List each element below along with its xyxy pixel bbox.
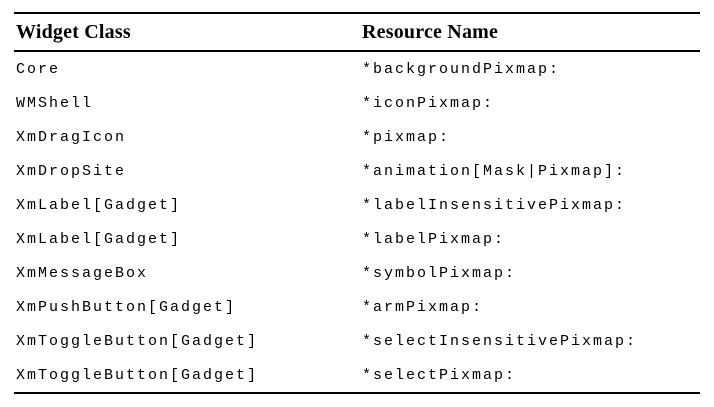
widget-class-cell: XmMessageBox bbox=[16, 264, 149, 282]
table-row: Core *backgroundPixmap: bbox=[14, 52, 700, 86]
resource-name-cell: *labelInsensitivePixmap: bbox=[362, 196, 627, 214]
table-top-rule bbox=[14, 12, 700, 14]
resource-name-cell: *labelPixmap: bbox=[362, 230, 506, 248]
column-header-resource-name: Resource Name bbox=[362, 20, 499, 43]
widget-class-cell: WMShell bbox=[16, 94, 94, 112]
resource-name-cell: *animation[Mask|Pixmap]: bbox=[362, 162, 627, 180]
widget-class-cell: XmLabel[Gadget] bbox=[16, 196, 182, 214]
widget-class-cell: XmToggleButton[Gadget] bbox=[16, 332, 259, 350]
table-header-rule bbox=[14, 50, 700, 52]
resource-name-cell: *armPixmap: bbox=[362, 298, 484, 316]
column-header-widget-class: Widget Class bbox=[16, 20, 131, 43]
table-bottom-rule bbox=[14, 392, 700, 394]
widget-class-cell: XmLabel[Gadget] bbox=[16, 230, 182, 248]
table-row: XmMessageBox *symbolPixmap: bbox=[14, 256, 700, 290]
widget-class-cell: XmDragIcon bbox=[16, 128, 127, 146]
resource-name-cell: *pixmap: bbox=[362, 128, 451, 146]
table-row: XmDragIcon *pixmap: bbox=[14, 120, 700, 154]
pixmap-resource-table: Widget Class Resource Name Core *backgro… bbox=[14, 12, 700, 394]
resource-name-cell: *selectPixmap: bbox=[362, 366, 517, 384]
widget-class-cell: XmDropSite bbox=[16, 162, 127, 180]
widget-class-cell: XmPushButton[Gadget] bbox=[16, 298, 237, 316]
table-row: XmDropSite *animation[Mask|Pixmap]: bbox=[14, 154, 700, 188]
widget-class-cell: XmToggleButton[Gadget] bbox=[16, 366, 259, 384]
table-row: XmLabel[Gadget] *labelPixmap: bbox=[14, 222, 700, 256]
table-row: XmToggleButton[Gadget] *selectPixmap: bbox=[14, 358, 700, 392]
table-row: XmPushButton[Gadget] *armPixmap: bbox=[14, 290, 700, 324]
resource-name-cell: *iconPixmap: bbox=[362, 94, 495, 112]
resource-name-cell: *backgroundPixmap: bbox=[362, 60, 561, 78]
resource-name-cell: *selectInsensitivePixmap: bbox=[362, 332, 638, 350]
table-row: WMShell *iconPixmap: bbox=[14, 86, 700, 120]
table-body: Core *backgroundPixmap: WMShell *iconPix… bbox=[14, 52, 700, 392]
table-header-row: Widget Class Resource Name bbox=[14, 14, 700, 50]
table-row: XmToggleButton[Gadget] *selectInsensitiv… bbox=[14, 324, 700, 358]
resource-name-cell: *symbolPixmap: bbox=[362, 264, 517, 282]
table-row: XmLabel[Gadget] *labelInsensitivePixmap: bbox=[14, 188, 700, 222]
widget-class-cell: Core bbox=[16, 60, 61, 78]
